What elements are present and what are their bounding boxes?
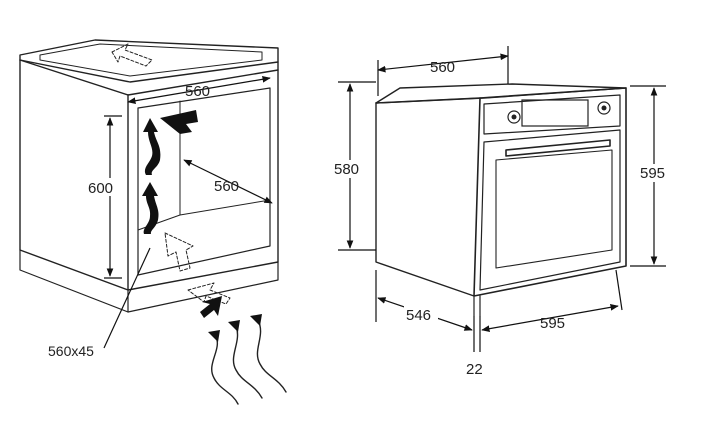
cabinet-depth-label: 560	[214, 178, 239, 195]
vent-size-label: 560x45	[48, 343, 94, 359]
oven-front-width-label: 595	[540, 315, 565, 332]
oven-depth-label: 546	[406, 307, 431, 324]
panel-offset-label: 22	[466, 361, 483, 378]
oven-front-height-label: 595	[640, 165, 665, 182]
cabinet-drawing: 560 560 600 560x45	[19, 39, 287, 405]
cabinet-width-label: 560	[185, 83, 210, 100]
oven-top-width-label: 560	[430, 59, 455, 76]
oven-drawing: 560 580 595 546 595 22	[332, 46, 672, 378]
cabinet-height-label: 600	[88, 180, 113, 197]
oven-height-label: 580	[334, 161, 359, 178]
